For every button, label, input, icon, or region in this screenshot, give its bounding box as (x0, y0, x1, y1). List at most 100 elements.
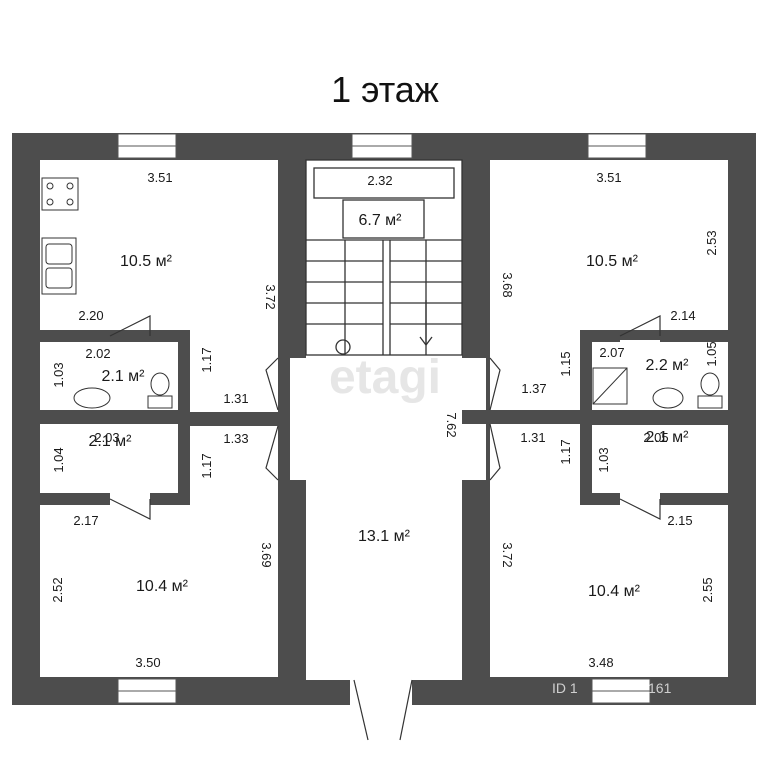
dim-220: 2.20 (78, 308, 103, 323)
door-hall-left-top (265, 357, 279, 411)
dim-215: 2.15 (667, 513, 692, 528)
door-hall-left-bot (265, 425, 279, 481)
room-right-top-floor (490, 160, 728, 330)
door-room-right (619, 498, 661, 520)
left-corridor-floor (190, 330, 278, 650)
wall-closet-right-bottom-b (660, 493, 730, 505)
door-entrance (353, 679, 413, 741)
washbasin-left-icon (73, 387, 111, 409)
wall-left-mid (190, 412, 290, 426)
room-right-bottom-floor (490, 505, 728, 677)
bath-fixtures (73, 367, 723, 409)
wall-closet-left-right (178, 412, 190, 505)
dim-205: 2.05 (643, 430, 668, 445)
listing-id: ID 1 (552, 680, 578, 696)
stair-floor (306, 160, 462, 355)
wall-hall-left (278, 480, 306, 705)
dim-214: 2.14 (670, 308, 695, 323)
dim-253: 2.53 (704, 230, 719, 255)
wall-hall-right (462, 480, 490, 705)
listing-id-tail: 161 (648, 680, 672, 696)
dim-131-right: 1.31 (520, 430, 545, 445)
area-wc-left: 2.1 м² (101, 368, 145, 385)
dim-115: 1.15 (558, 351, 573, 376)
area-stair: 6.7 м² (358, 212, 402, 229)
wall-right-mid (462, 410, 582, 424)
dim-351-left: 3.51 (147, 170, 172, 185)
dim-369: 3.69 (259, 542, 274, 567)
closet-right-floor (592, 425, 728, 493)
shower-icon (592, 367, 628, 405)
dim-117-left-1: 1.17 (199, 347, 214, 372)
closet-left-floor (40, 425, 178, 493)
doors (109, 315, 661, 741)
area-room-left-bottom: 10.4 м² (136, 578, 189, 595)
dim-103-right: 1.03 (596, 447, 611, 472)
floor-title: 1 этаж (331, 69, 439, 110)
dim-103-left: 1.03 (51, 362, 66, 387)
dim-762: 7.62 (444, 412, 459, 437)
wall-right-top-b (660, 330, 730, 342)
dim-131-left: 1.31 (223, 391, 248, 406)
wall-stair-right (462, 133, 490, 358)
dim-133: 1.33 (223, 431, 248, 446)
door-hall-right-top (489, 357, 501, 411)
wall-wc-left-bottom (40, 410, 190, 424)
toilet-right-tank-icon (697, 395, 723, 409)
kitchen-left-floor (40, 160, 278, 330)
dim-202: 2.02 (85, 346, 110, 361)
wall-kitchen-bottom-a (40, 330, 110, 342)
area-closet-right: 2.1 м² (645, 429, 689, 446)
hall-floor (290, 355, 486, 680)
area-kitchen-left: 10.5 м² (120, 253, 173, 270)
area-bath-right: 2.2 м² (645, 357, 689, 374)
toilet-left-tank-icon (147, 395, 173, 409)
dim-203: 2.03 (94, 430, 119, 445)
interior-walls (40, 133, 730, 705)
wall-wc-left-right (178, 330, 190, 412)
dim-207: 2.07 (599, 345, 624, 360)
wall-closet-left-bottom-a (40, 493, 110, 505)
kitchen-fixtures (41, 177, 79, 295)
wall-stair-left (278, 133, 306, 358)
dim-350: 3.50 (135, 655, 160, 670)
staircase (305, 159, 463, 356)
wall-bath-right-bottom (580, 410, 730, 425)
dim-104: 1.04 (51, 447, 66, 472)
door-hall-right-bot (489, 423, 501, 481)
area-closet-left: 2.1 м² (88, 433, 132, 450)
dim-232: 2.32 (367, 173, 392, 188)
dim-117-right: 1.17 (558, 439, 573, 464)
dim-348: 3.48 (588, 655, 613, 670)
dim-105: 1.05 (704, 341, 719, 366)
stair-landing (313, 167, 455, 199)
door-bath-right (619, 315, 661, 337)
washbasin-right-icon (652, 387, 684, 409)
dim-217: 2.17 (73, 513, 98, 528)
dim-372-right: 3.72 (500, 542, 515, 567)
dim-117-left-2: 1.17 (199, 453, 214, 478)
dim-351-right: 3.51 (596, 170, 621, 185)
wc-left-floor (40, 342, 178, 410)
wall-closet-right-bottom-a (580, 493, 620, 505)
area-hall: 13.1 м² (358, 528, 411, 545)
bath-right-floor (592, 340, 728, 412)
area-room-right-bottom: 10.4 м² (588, 583, 641, 600)
entrance-opening (350, 677, 412, 705)
area-labels: 10.5 м² 2.1 м² 2.1 м² 10.4 м² 6.7 м² 13.… (88, 212, 689, 600)
dim-255: 2.55 (700, 577, 715, 602)
sink-icon (41, 237, 77, 295)
dim-252: 2.52 (50, 577, 65, 602)
watermark: etagi (329, 351, 441, 404)
dimension-labels: 3.51 2.20 2.02 1.31 2.03 1.33 2.17 3.50 … (50, 170, 719, 670)
toilet-left-icon (150, 372, 170, 396)
door-room-left (109, 498, 151, 520)
dim-372-left: 3.72 (263, 284, 278, 309)
door-kitchen-left (109, 315, 151, 337)
dim-368: 3.68 (500, 272, 515, 297)
room-floors (40, 160, 728, 680)
wall-closet-left-bottom-b (150, 493, 190, 505)
stove-icon (41, 177, 79, 211)
area-room-right-top: 10.5 м² (586, 253, 639, 270)
